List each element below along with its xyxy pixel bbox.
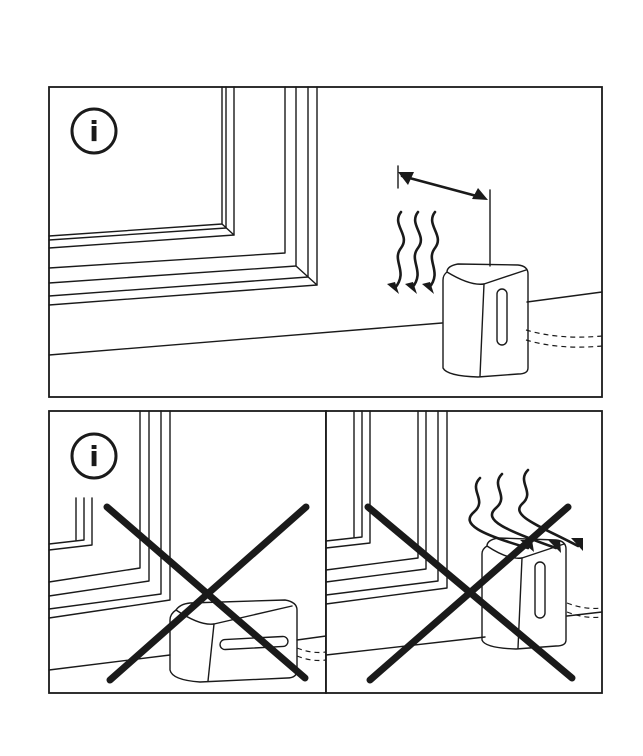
info-icon: i [72,109,116,153]
info-glyph: i [89,440,99,473]
panel-correct-placement: i [49,87,602,397]
info-glyph: i [89,115,99,148]
panel-wrong-placement-heat [326,411,602,693]
panel-wrong-placement-lying: i [49,411,326,693]
info-icon: i [72,434,116,478]
